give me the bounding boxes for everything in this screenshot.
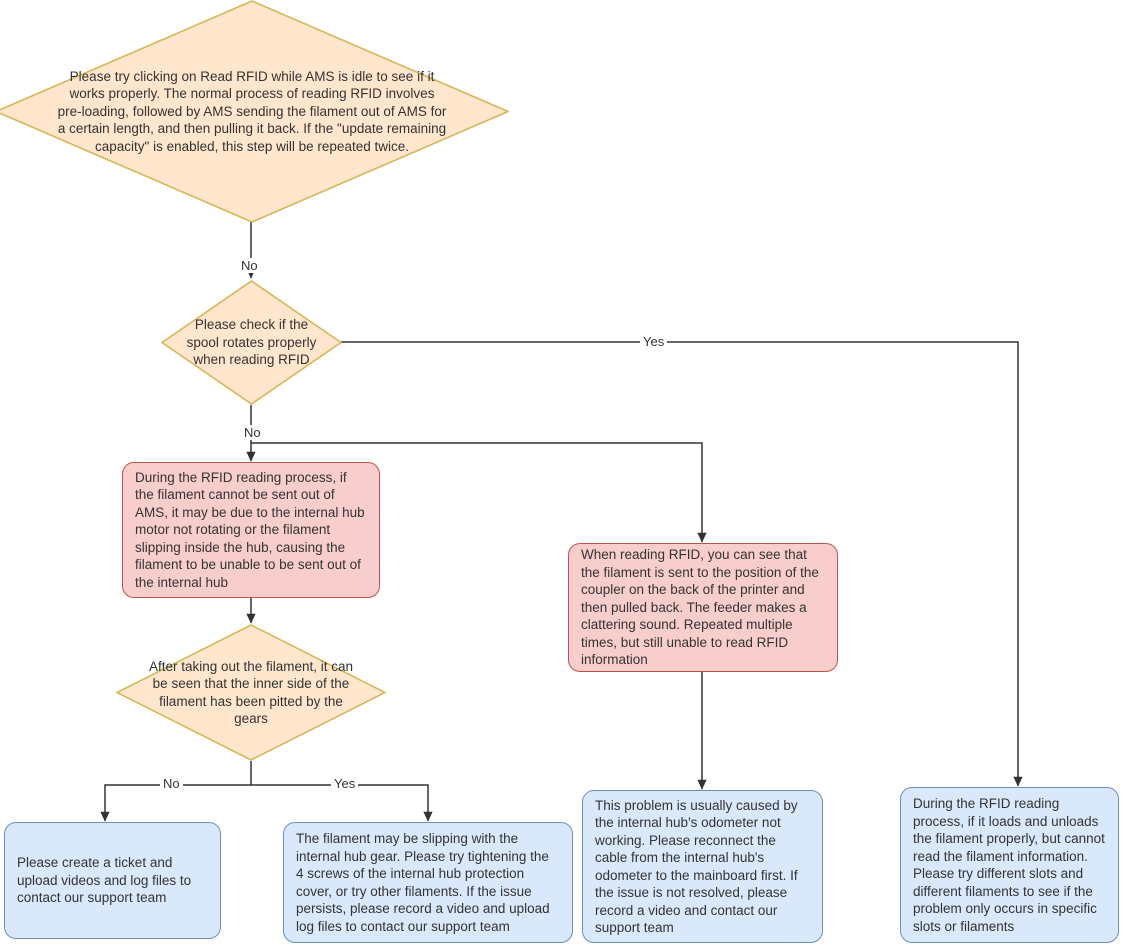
action-tighten-hub-screws-label: The filament may be slipping with the in… — [296, 831, 554, 934]
action-try-different-slots[interactable]: During the RFID reading process, if it l… — [900, 787, 1119, 943]
problem-filament-not-sent-out-label: During the RFID reading process, if the … — [135, 469, 369, 590]
action-try-different-slots-label: During the RFID reading process, if it l… — [913, 796, 1109, 934]
action-reconnect-odometer-cable-label: This problem is usually caused by the in… — [595, 797, 802, 936]
decision-shape — [160, 280, 343, 405]
decision-shape — [115, 624, 387, 761]
edge-label-no-2: No — [241, 425, 264, 440]
decision-filament-pitted-by-gears[interactable]: After taking out the filament, it can be… — [115, 624, 387, 761]
edge-label-yes-1: Yes — [640, 334, 668, 349]
problem-filament-not-sent-out[interactable]: During the RFID reading process, if the … — [122, 462, 380, 598]
decision-filament-pitted-by-gears-label: After taking out the filament, it can be… — [148, 658, 357, 727]
action-create-ticket[interactable]: Please create a ticket and upload videos… — [4, 822, 221, 939]
action-reconnect-odometer-cable[interactable]: This problem is usually caused by the in… — [582, 790, 823, 943]
edge-label-yes-3: Yes — [331, 776, 359, 791]
decision-read-rfid-idle-label: Please try clicking on Read RFID while A… — [57, 68, 451, 154]
problem-clattering-feeder-label: When reading RFID, you can see that the … — [581, 547, 823, 668]
decision-spool-rotates[interactable]: Please check if the spool rotates proper… — [160, 280, 343, 405]
decision-read-rfid-idle[interactable]: Please try clicking on Read RFID while A… — [0, 0, 511, 223]
action-create-ticket-label: Please create a ticket and upload videos… — [17, 855, 195, 906]
edge-label-no-1: No — [238, 258, 261, 273]
action-tighten-hub-screws[interactable]: The filament may be slipping with the in… — [283, 822, 573, 943]
edge-label-no-3: No — [160, 776, 183, 791]
decision-spool-rotates-label: Please check if the spool rotates proper… — [186, 317, 321, 368]
problem-clattering-feeder[interactable]: When reading RFID, you can see that the … — [568, 543, 838, 672]
decision-shape — [0, 0, 511, 223]
